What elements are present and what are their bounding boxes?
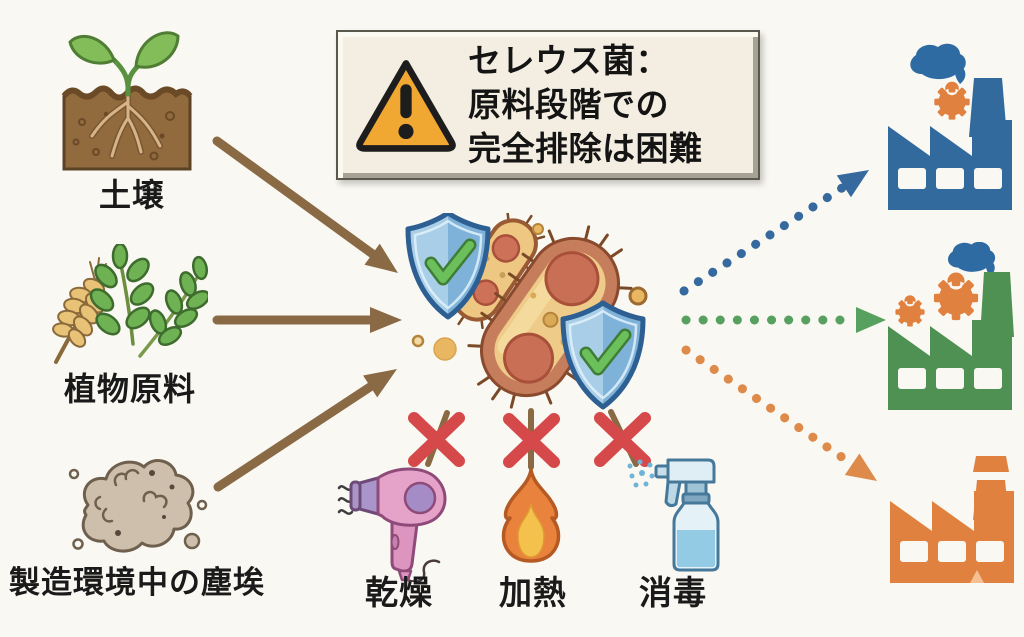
cross-mark-disinfection xyxy=(594,412,651,467)
smoke-puff-icon xyxy=(910,43,966,84)
arrow-soil-to-bacteria xyxy=(212,136,398,273)
spore-dots xyxy=(411,223,648,361)
arrow-plant-to-bacteria xyxy=(212,307,402,333)
countermeasure-label-heating: 加熱 xyxy=(499,573,567,612)
factory-orange-icon xyxy=(882,448,1022,588)
banner-line-2: 原料段階での xyxy=(468,85,669,124)
warning-banner: セレウス菌： 原料段階での 完全排除は困難 xyxy=(336,30,760,180)
gear-icon xyxy=(895,295,925,327)
wheat-and-leaves-icon xyxy=(38,242,211,369)
spray-bottle-icon xyxy=(620,452,728,576)
banner-text: セレウス菌： 原料段階での 完全排除は困難 xyxy=(468,39,703,171)
dust-cloud-icon xyxy=(60,443,210,565)
shield-check-icon-right xyxy=(563,303,643,407)
cross-mark-drying xyxy=(408,412,465,467)
banner-line-3: 完全排除は困難 xyxy=(468,129,703,168)
bacteria-with-shields-icon xyxy=(398,213,653,418)
smoke-puff-icon xyxy=(947,241,996,276)
dotted-arrow-to-orange-factory xyxy=(681,345,877,481)
dotted-arrow-to-green-factory xyxy=(681,307,886,333)
hair-dryer-icon xyxy=(336,456,466,583)
gear-icon xyxy=(934,81,970,120)
countermeasure-label-disinfection: 消毒 xyxy=(639,573,707,612)
banner-line-1: セレウス菌： xyxy=(468,41,669,80)
source-label-soil: 土壌 xyxy=(98,176,165,214)
gear-icon xyxy=(933,272,979,321)
source-label-plant: 植物原料 xyxy=(63,370,196,408)
flame-icon xyxy=(492,466,570,570)
countermeasure-label-drying: 乾燥 xyxy=(365,573,433,612)
dotted-arrow-to-blue-factory xyxy=(679,170,869,296)
arrow-dust-to-bacteria xyxy=(213,369,397,492)
soil-sprout-icon xyxy=(48,24,208,176)
cross-mark-heating xyxy=(503,413,560,468)
factory-blue-icon xyxy=(880,42,1022,214)
source-label-dust: 製造環境中の塵埃 xyxy=(9,565,265,601)
warning-triangle-icon xyxy=(356,60,456,152)
factory-green-icon xyxy=(880,241,1022,414)
